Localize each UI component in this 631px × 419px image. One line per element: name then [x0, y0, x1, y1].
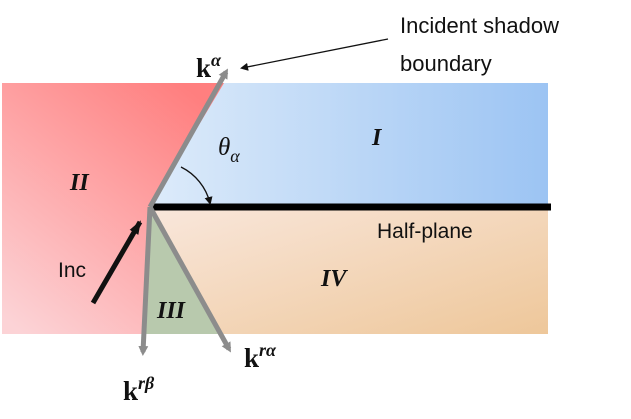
- theta-alpha-label: θα: [218, 134, 240, 166]
- region-i-label: I: [371, 125, 383, 151]
- k-alpha-sup: α: [211, 50, 222, 70]
- annotation-line-1: Incident shadow: [400, 13, 559, 38]
- k-r-alpha-base: k: [244, 343, 259, 373]
- k-alpha-label: kα: [196, 50, 222, 83]
- shadow-boundary-pointer: [240, 38, 389, 71]
- half-plane-label: Half-plane: [377, 220, 473, 243]
- theta-subscript: α: [230, 146, 240, 166]
- incident-arrow: [90, 220, 143, 305]
- theta-alpha-arc: [180, 166, 213, 205]
- k-alpha-ray: [147, 68, 229, 209]
- k-r-beta-label: krβ: [123, 373, 155, 406]
- region-i-fill: [150, 83, 548, 207]
- region-iv-fill: [150, 207, 548, 334]
- region-ii-label: II: [69, 170, 90, 196]
- annotation-line-2: boundary: [400, 51, 492, 76]
- region-ii-fill: [2, 83, 224, 334]
- incident-label: Inc: [58, 259, 86, 282]
- k-r-beta-base: k: [123, 376, 138, 406]
- theta-symbol: θ: [218, 134, 230, 161]
- k-r-alpha-label: krα: [244, 340, 277, 373]
- k-r-alpha-ray: [147, 205, 232, 353]
- k-r-beta-sup: rβ: [138, 373, 155, 393]
- region-iv-label: IV: [320, 266, 348, 292]
- region-iii-fill: [143, 207, 218, 334]
- k-r-beta-ray: [138, 206, 153, 356]
- k-alpha-base: k: [196, 53, 211, 83]
- region-iii-label: III: [156, 298, 187, 324]
- k-r-alpha-sup: rα: [259, 340, 277, 360]
